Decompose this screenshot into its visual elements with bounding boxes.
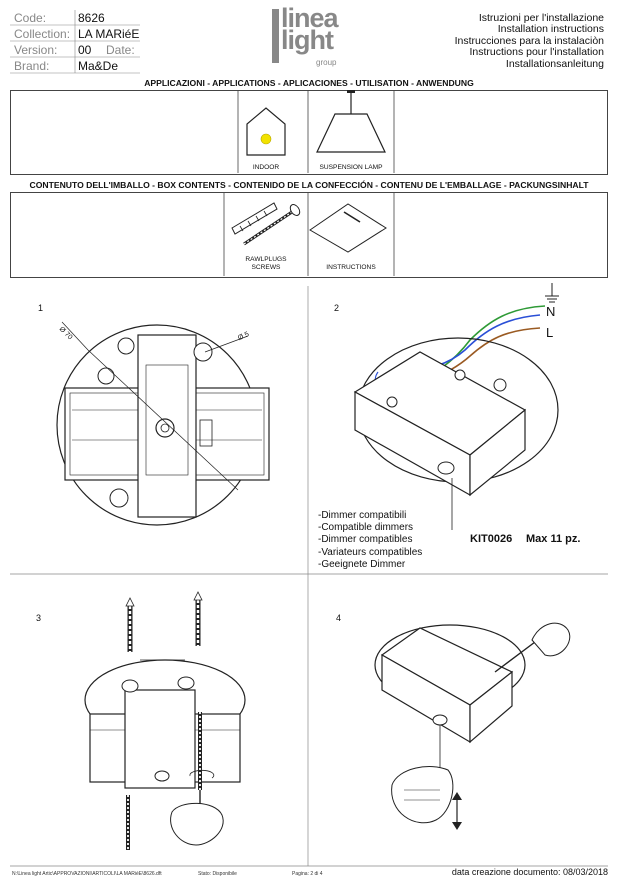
step-3-number: 3 bbox=[36, 613, 42, 623]
step-1-dim-large: Ø 70 bbox=[57, 325, 74, 342]
suspension-lamp-label: SUSPENSION LAMP bbox=[319, 164, 383, 171]
compatible-dimmers-list: -Dimmer compatibili -Compatible dimmers … bbox=[318, 510, 422, 571]
screws-label: SCREWS bbox=[251, 264, 281, 271]
brand-value: Ma&De bbox=[78, 59, 119, 73]
rawlplug-left-icon bbox=[125, 597, 135, 652]
collection-value: LA MARiéE bbox=[78, 27, 140, 41]
box-contents-box bbox=[10, 192, 608, 278]
step-1-dim-small: Ø 5 bbox=[237, 330, 251, 343]
collection-label: Collection: bbox=[14, 27, 71, 41]
logo-bar-icon bbox=[272, 9, 279, 63]
dimmer-line-de: -Geeignete Dimmer bbox=[318, 558, 406, 570]
installation-instructions-list: Istruzioni per l'installazione Installat… bbox=[454, 12, 605, 70]
instruction-fr: Instructions pour l'installation bbox=[469, 46, 605, 59]
code-value: 8626 bbox=[78, 11, 105, 25]
footer-status: Stato: Disponibile bbox=[198, 871, 237, 877]
footer-page: Pagina: 2 di 4 bbox=[292, 871, 323, 877]
rawlplug-right-icon bbox=[193, 591, 203, 646]
logo-word-group: group bbox=[316, 58, 337, 67]
dimmer-line-es: -Dimmer compatibles bbox=[318, 534, 413, 546]
instruction-es: Instrucciones para la instalaciòn bbox=[454, 34, 604, 47]
hand-pulling-cable-icon bbox=[391, 766, 454, 824]
version-value: 00 bbox=[78, 43, 92, 57]
instruction-it: Istruzioni per l'installazione bbox=[478, 12, 604, 24]
footer-file-path: N:\Linea light Artic\APPROVAZIONI\ARTICO… bbox=[12, 871, 162, 877]
box-contents-title: CONTENUTO DELL'IMBALLO - BOX CONTENTS - … bbox=[29, 180, 589, 190]
logo-word-light: light bbox=[281, 25, 334, 55]
dimmer-line-fr: -Variateurs compatibles bbox=[318, 546, 423, 558]
dimmer-line-en: -Compatible dimmers bbox=[318, 522, 414, 534]
date-label: Date: bbox=[106, 43, 135, 57]
screwdriver-icon bbox=[494, 622, 571, 673]
ground-symbol-icon bbox=[545, 283, 559, 303]
neutral-label: N bbox=[546, 304, 556, 319]
instruction-en: Installation instructions bbox=[497, 23, 604, 36]
step-1-number: 1 bbox=[38, 303, 44, 313]
screwdriver-hand-icon bbox=[170, 790, 224, 846]
rawlplugs-label: RAWLPLUGS bbox=[245, 256, 287, 263]
instructions-label: INSTRUCTIONS bbox=[326, 264, 376, 271]
step-2-number: 2 bbox=[334, 303, 340, 313]
brand-logo: linea light group bbox=[272, 3, 352, 71]
terminal-nl-label: NL bbox=[369, 402, 384, 414]
step-4-number: 4 bbox=[336, 613, 342, 623]
live-label: L bbox=[546, 325, 554, 340]
footer-creation-date: data creazione documento: 08/03/2018 bbox=[451, 867, 608, 877]
instruction-de: Installationsanleitung bbox=[505, 57, 604, 70]
kit-code: KIT0026 bbox=[470, 533, 513, 545]
brand-label: Brand: bbox=[14, 59, 50, 73]
rawlplugs-screws-caption: RAWLPLUGS SCREWS bbox=[224, 256, 308, 272]
logo-word-linea: linea bbox=[281, 3, 339, 33]
up-down-arrow-icon bbox=[452, 792, 462, 830]
dimmer-line-it: -Dimmer compatibili bbox=[318, 510, 407, 521]
code-label: Code: bbox=[14, 11, 47, 25]
applications-box bbox=[10, 90, 608, 175]
kit-max-quantity: Max 11 pz. bbox=[526, 533, 581, 545]
indoor-label: INDOOR bbox=[252, 164, 280, 171]
applications-title: APPLICAZIONI - APPLICATIONS - APLICACION… bbox=[144, 78, 474, 88]
version-label: Version: bbox=[14, 43, 58, 57]
